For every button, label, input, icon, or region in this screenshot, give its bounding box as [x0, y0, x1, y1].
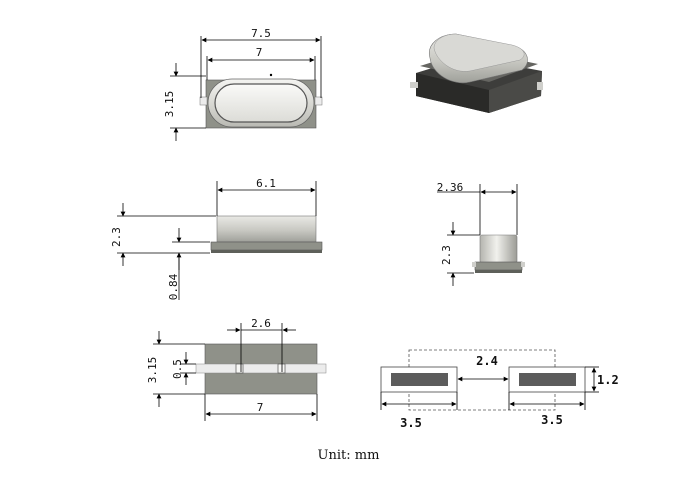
end-view: 2.36 2.3 [437, 181, 525, 286]
side-view: 6.1 2.3 0.84 [110, 177, 323, 300]
isometric-view [410, 33, 543, 113]
dim-land-pad-right: 3.5 [541, 413, 563, 427]
top-view-lead-left [199, 96, 208, 106]
dim-bottom-length: 7 [257, 401, 264, 414]
top-view: 7.5 7 3.15 [163, 27, 323, 141]
dim-top-height: 3.15 [163, 91, 176, 118]
dim-top-width-outer: 7.5 [251, 27, 271, 40]
dim-land-pad-left: 3.5 [400, 416, 422, 430]
dim-side-base: 0.84 [167, 273, 180, 300]
dim-top-width-inner: 7 [256, 46, 263, 59]
dim-bottom-pad-spacing: 2.6 [251, 317, 271, 330]
top-view-can-face [214, 83, 308, 123]
bottom-view-pad-left [235, 363, 244, 374]
top-view-lead-right [314, 96, 323, 106]
end-view-base [474, 261, 523, 271]
side-view-base [210, 241, 323, 251]
dim-end-height: 2.3 [440, 245, 453, 265]
bottom-view-lead [195, 363, 327, 374]
dim-bottom-pad-width: 0.5 [171, 359, 184, 379]
end-view-can [479, 234, 518, 264]
dim-bottom-height: 3.15 [146, 357, 159, 384]
dim-land-pad-height: 1.2 [597, 373, 619, 387]
unit-label: Unit: mm [317, 448, 380, 463]
dim-end-width: 2.36 [437, 181, 464, 194]
dim-side-length: 6.1 [256, 177, 276, 190]
side-view-can [216, 215, 317, 243]
bottom-view: 2.6 3.15 0.5 7 [146, 317, 327, 421]
dim-side-height: 2.3 [110, 227, 123, 247]
land-pattern: 2.4 1.2 3.5 3.5 [380, 349, 619, 430]
dim-land-gap: 2.4 [476, 354, 498, 368]
bottom-view-pad-right [277, 363, 286, 374]
